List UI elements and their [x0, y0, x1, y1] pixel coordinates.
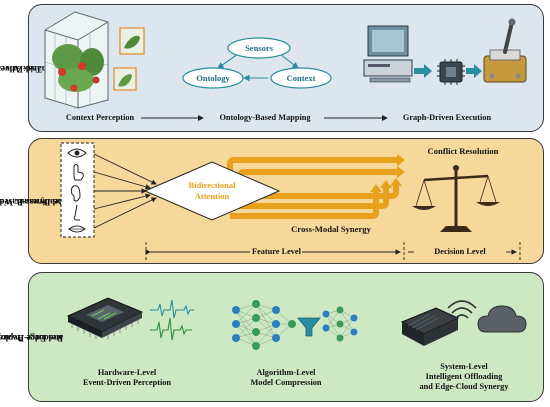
- neuromorphic-chip-icon: [66, 297, 144, 339]
- label-ontology-mapping: Ontology-Based Mapping: [219, 113, 311, 122]
- touch-icon: [73, 164, 84, 181]
- label-hardware-line2: Event-Driven Perception: [82, 378, 172, 387]
- attention-label-line2: Attention: [195, 191, 230, 201]
- cloud-icon: [477, 305, 527, 333]
- label-hardware-line1: Hardware-Level: [97, 368, 157, 377]
- attention-diamond: Bidirectional Attention: [143, 161, 281, 221]
- node-sensors-label: Sensors: [245, 43, 274, 53]
- edge-device-icon: [400, 307, 460, 346]
- ontology-graph: Sensors Ontology Context: [182, 37, 332, 89]
- actuator-switch-icon: [483, 18, 527, 83]
- attention-label-line1: Bidirectional: [188, 180, 236, 190]
- balance-scale-icon: [412, 165, 500, 232]
- label-system-line1: System-Level: [440, 362, 488, 371]
- level-bracket: [145, 242, 521, 262]
- computer-icon: [363, 25, 413, 83]
- spike-signal-green-icon: [150, 317, 192, 341]
- label-cross-modal-synergy: Cross-Modal Synergy: [291, 224, 371, 234]
- node-context: [270, 67, 332, 89]
- label-graph-execution: Graph-Driven Execution: [402, 113, 492, 122]
- label-hardware-level: Hardware-Level Event-Driven Perception: [72, 368, 182, 388]
- label-algorithm-level: Algorithm-Level Model Compression: [236, 368, 336, 388]
- node-sensors: [227, 37, 291, 59]
- node-ontology-label: Ontology: [196, 73, 230, 83]
- label-system-level: System-Level Intelligent Offloading and …: [408, 362, 520, 392]
- neural-network-large-icon: [232, 300, 296, 350]
- label-conflict-resolution: Conflict Resolution: [427, 146, 499, 156]
- ear-icon: [70, 185, 81, 202]
- label-algorithm-line1: Algorithm-Level: [256, 368, 316, 377]
- nose-icon: [73, 204, 80, 221]
- compression-funnel-icon: [297, 317, 321, 337]
- panel-resource-processing: [28, 272, 544, 402]
- flow-arrow-icon: [466, 64, 482, 78]
- neural-network-small-icon: [322, 306, 358, 342]
- label-algorithm-line2: Model Compression: [250, 378, 322, 387]
- label-feature-level: Feature Level: [252, 247, 301, 256]
- modality-arrows: [93, 153, 157, 229]
- label-system-line2: Intelligent Offloading: [425, 372, 503, 381]
- node-context-label: Context: [287, 73, 316, 83]
- eye-icon: [67, 148, 87, 158]
- wifi-signal-icon: [447, 300, 477, 319]
- greenhouse-icon: [44, 11, 145, 109]
- node-ontology: [182, 67, 244, 89]
- modality-box: [60, 142, 95, 238]
- label-context-perception: Context Perception: [65, 113, 135, 122]
- label-decision-level: Decision Level: [434, 247, 486, 256]
- lips-icon: [68, 225, 86, 233]
- label-system-line3: and Edge-Cloud Synergy: [419, 382, 509, 391]
- spike-signal-blue-icon: [150, 299, 194, 319]
- chip-icon: [437, 59, 465, 85]
- flow-arrow-icon: [414, 64, 432, 78]
